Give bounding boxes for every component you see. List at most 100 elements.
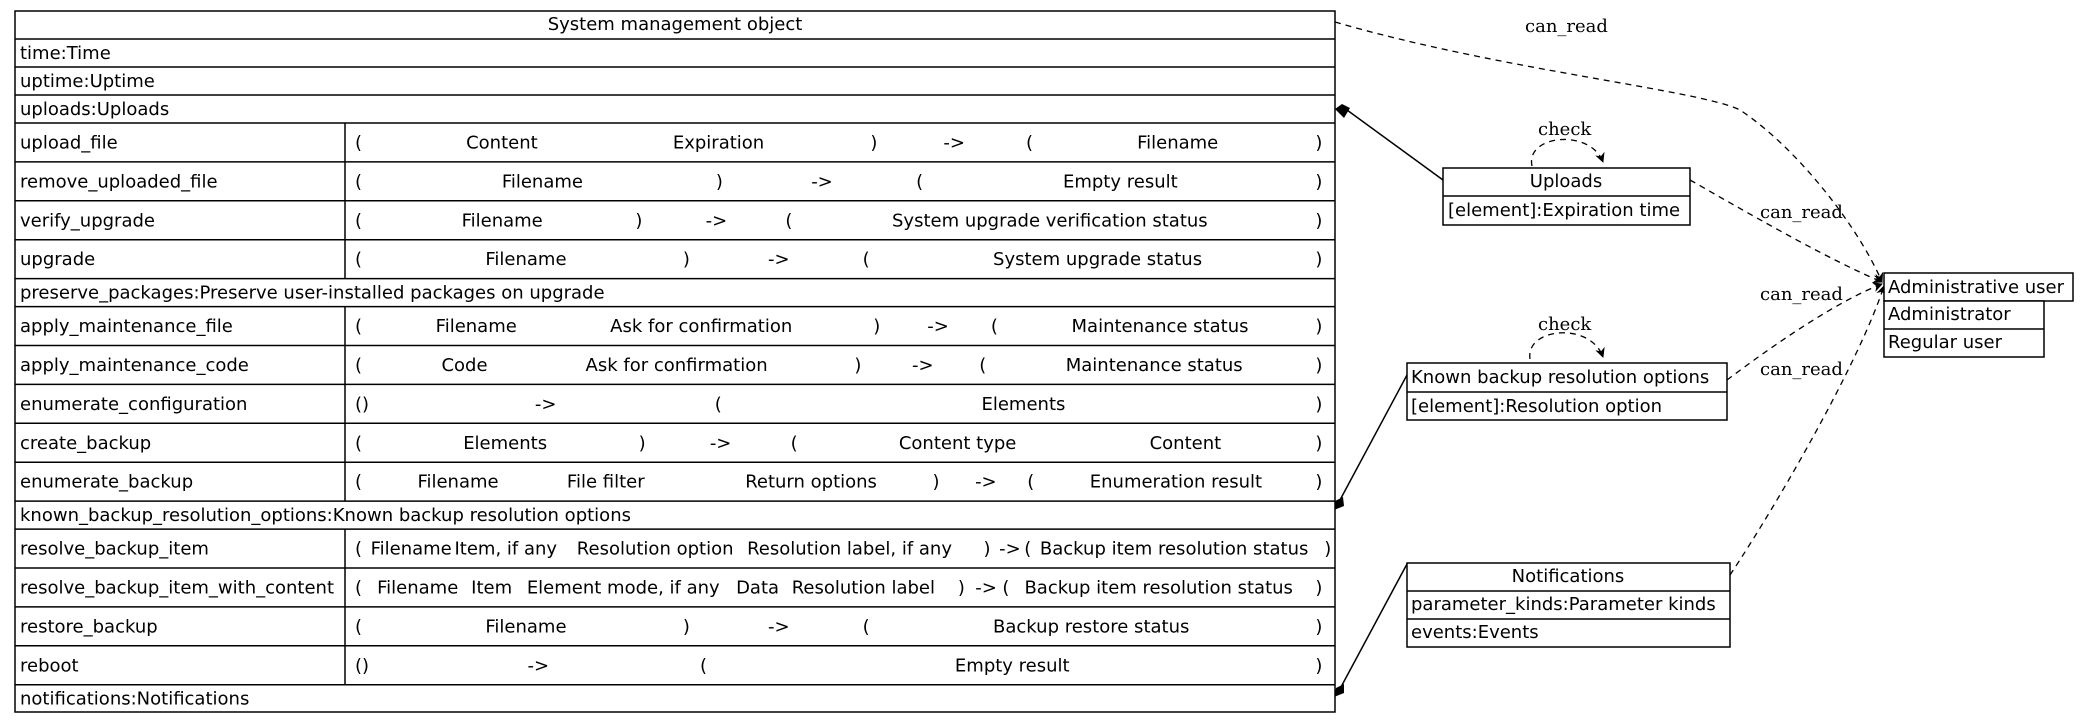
param-open: ( — [355, 132, 362, 153]
known-backup-class-title: Known backup resolution options — [1411, 367, 1709, 388]
result-close: ) — [1315, 655, 1322, 676]
result: Elements — [981, 394, 1065, 415]
operation-name: apply_maintenance_code — [20, 355, 249, 376]
admin-enum-title: Administrative user — [1888, 277, 2065, 298]
composition-uploads-diamond — [1335, 104, 1350, 118]
attribute-row: time:Time — [20, 43, 111, 64]
composition-known-backup-diamond — [1334, 497, 1344, 510]
result-open: ( — [1026, 132, 1033, 153]
result-open: ( — [863, 616, 870, 637]
operation-name: verify_upgrade — [20, 210, 155, 231]
param: Elements — [463, 433, 547, 454]
param-close: ) — [958, 577, 965, 598]
result-close: ) — [1315, 210, 1322, 231]
operation-name: upgrade — [20, 249, 95, 270]
notifications-parameter-kinds-row: parameter_kinds:Parameter kinds — [1411, 594, 1716, 615]
operation-name: reboot — [20, 655, 79, 676]
param: Filename — [485, 616, 566, 637]
admin-title-border — [1883, 272, 2074, 302]
result-close: ) — [1315, 316, 1322, 337]
result-open: ( — [700, 655, 707, 676]
param-close: ) — [639, 433, 646, 454]
returns-arrow: -> — [927, 316, 949, 337]
result: Backup item resolution status — [1024, 577, 1292, 598]
returns-arrow: -> — [811, 171, 833, 192]
param: Filename — [502, 171, 583, 192]
param: Filename — [417, 472, 498, 493]
param-open: ( — [355, 355, 362, 376]
param-open: ( — [355, 539, 362, 560]
param: Resolution label — [792, 577, 935, 598]
param-open: ( — [355, 210, 362, 231]
operation-name: apply_maintenance_file — [20, 316, 233, 337]
result-close: ) — [1315, 249, 1322, 270]
can-read-known-backup-label: can_read — [1760, 284, 1843, 305]
result-close: ) — [1315, 355, 1322, 376]
result: Backup restore status — [993, 616, 1189, 637]
param-close: ) — [870, 132, 877, 153]
param-empty: () — [355, 394, 369, 415]
result: Filename — [1137, 132, 1218, 153]
uploads-class: Uploads [element]:Expiration time — [1442, 167, 1691, 226]
known-backup-check-loop — [1529, 332, 1605, 360]
can-read-uploads-label: can_read — [1760, 202, 1843, 223]
uploads-check-loop — [1531, 138, 1605, 167]
result: Maintenance status — [1072, 316, 1249, 337]
edge-labels: can_read can_read can_read can_read chec… — [1525, 16, 1843, 380]
result-open: ( — [863, 249, 870, 270]
param-empty: () — [355, 655, 369, 676]
attribute-row: uptime:Uptime — [20, 71, 155, 92]
uploads-check-label: check — [1538, 119, 1592, 140]
returns-arrow: -> — [706, 210, 728, 231]
param-close: ) — [716, 171, 723, 192]
composition-uploads-edge — [1346, 109, 1444, 181]
result-close: ) — [1315, 394, 1322, 415]
system-management-object-class: System management object time:Time uptime… — [14, 10, 1336, 713]
uploads-element-row: [element]:Expiration time — [1448, 200, 1680, 221]
param-open: ( — [355, 577, 362, 598]
result-open: ( — [1024, 539, 1031, 560]
param: Filename — [371, 539, 452, 560]
can-read-known-backup-edge — [1726, 282, 1883, 381]
result-open: ( — [916, 171, 923, 192]
main-class-title: System management object — [548, 14, 803, 35]
result-close: ) — [1315, 577, 1322, 598]
param: Item, if any — [454, 539, 557, 560]
param: Return options — [745, 472, 877, 493]
known-backup-check-label: check — [1538, 314, 1592, 335]
composition-notifications-diamond — [1334, 684, 1344, 697]
result: Backup item resolution status — [1040, 539, 1308, 560]
param-open: ( — [355, 472, 362, 493]
notifications-class-title: Notifications — [1512, 566, 1625, 587]
param: Filename — [377, 577, 458, 598]
param-open: ( — [355, 249, 362, 270]
result: System upgrade status — [993, 249, 1202, 270]
operation-name: remove_uploaded_file — [20, 171, 218, 192]
result: Empty result — [955, 655, 1070, 676]
result-open: ( — [785, 210, 792, 231]
param-open: ( — [355, 316, 362, 337]
result-close: ) — [1315, 472, 1322, 493]
composition-notifications-edge — [1340, 563, 1408, 688]
notifications-events-row: events:Events — [1411, 622, 1539, 643]
result-close: ) — [1315, 132, 1322, 153]
operation-name: upload_file — [20, 132, 118, 153]
result-close: ) — [1315, 433, 1322, 454]
param: File filter — [567, 472, 645, 493]
operation-name: resolve_backup_item_with_content — [20, 577, 334, 598]
returns-arrow: -> — [943, 132, 965, 153]
param-close: ) — [683, 249, 690, 270]
param-close: ) — [932, 472, 939, 493]
returns-arrow: -> — [912, 355, 934, 376]
param-close: ) — [873, 316, 880, 337]
result: Maintenance status — [1066, 355, 1243, 376]
param-close: ) — [854, 355, 861, 376]
param: Item — [471, 577, 512, 598]
can-read-main-edge — [1334, 21, 1884, 283]
result: Content type — [899, 433, 1017, 454]
result-open: ( — [1027, 472, 1034, 493]
attribute-row: known_backup_resolution_options:Known ba… — [20, 505, 631, 526]
param: Code — [441, 355, 487, 376]
result: Enumeration result — [1090, 472, 1262, 493]
can-read-main-label: can_read — [1525, 16, 1608, 37]
